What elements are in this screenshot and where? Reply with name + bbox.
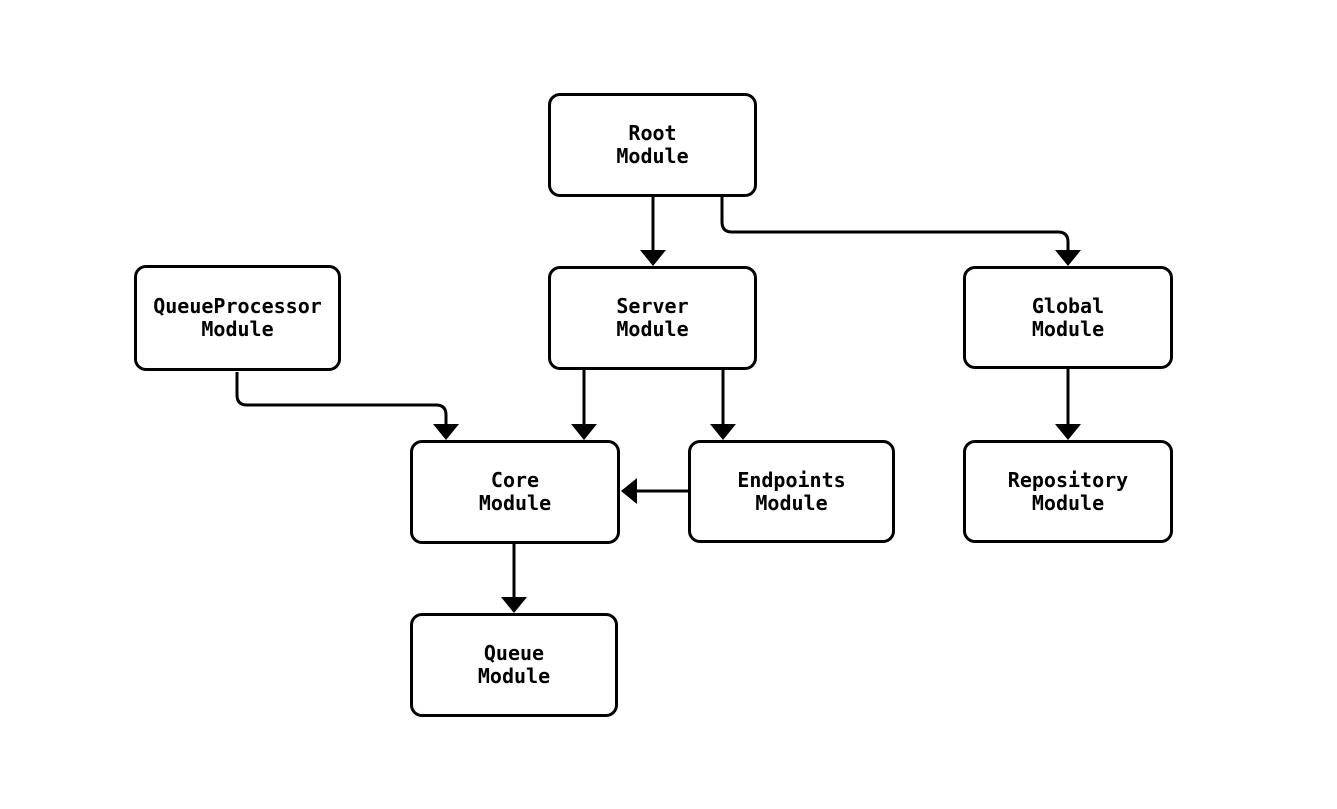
edge-endpoints-to-core: [621, 478, 688, 504]
node-root-module: Root Module: [548, 93, 757, 197]
node-repository-module-label: Repository Module: [1007, 467, 1129, 515]
node-repository-module: Repository Module: [963, 440, 1173, 543]
edge-root-to-global: [720, 197, 1081, 266]
node-endpoints-module-label: Endpoints Module: [737, 467, 846, 515]
edge-root-to-server: [640, 197, 666, 266]
node-global-module: Global Module: [963, 266, 1173, 369]
node-server-module-label: Server Module: [616, 294, 689, 341]
node-queue-module-label: Queue Module: [477, 641, 551, 688]
edge-server-to-core: [571, 370, 597, 440]
node-server-module: Server Module: [548, 266, 757, 370]
edge-global-to-repository: [1055, 369, 1081, 440]
node-queueprocessor-module: QueueProcessor Module: [134, 265, 341, 371]
node-endpoints-module: Endpoints Module: [688, 440, 895, 543]
node-core-module: Core Module: [410, 440, 620, 544]
node-root-module-label: Root Module: [616, 121, 689, 168]
node-core-module-label: Core Module: [478, 468, 552, 515]
node-queue-module: Queue Module: [410, 613, 618, 717]
edge-server-to-endpoints: [710, 370, 736, 440]
node-queueprocessor-module-label: QueueProcessor Module: [153, 294, 322, 341]
edge-queueprocessor-to-core: [235, 372, 459, 440]
node-global-module-label: Global Module: [1031, 293, 1105, 341]
edge-core-to-queue: [501, 543, 527, 613]
